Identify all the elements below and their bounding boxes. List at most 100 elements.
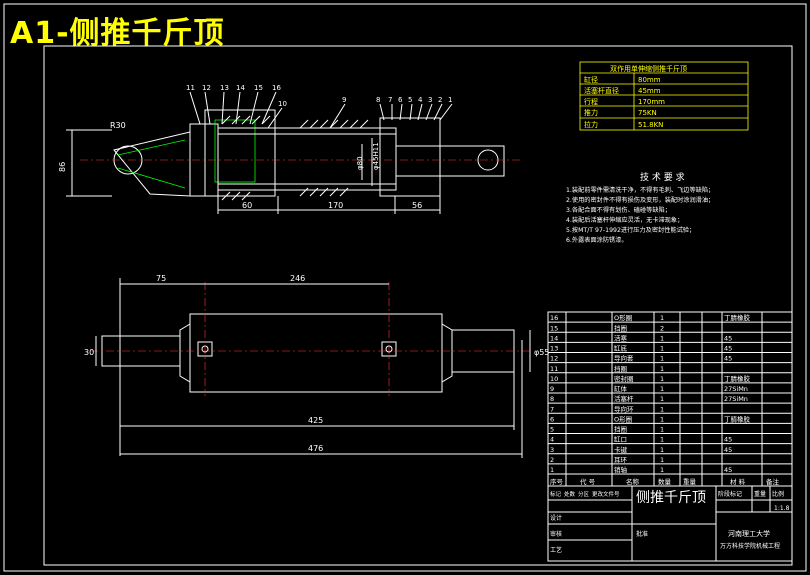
bom-cell: 13 [550, 345, 558, 353]
bom-cell: 丁腈橡胶 [724, 313, 751, 322]
bom-cell: 6 [550, 415, 554, 423]
param-table-header: 双作用单伸缩侧推千斤顶 [610, 64, 687, 73]
drawing-name: 侧推千斤顶 [636, 490, 706, 506]
callout: 7 [388, 96, 392, 104]
dimension-lines-bottom [95, 278, 531, 458]
process-label: 工艺 [550, 546, 562, 554]
callout: 13 [220, 84, 229, 92]
dim-60: 60 [242, 201, 252, 210]
callout: 5 [408, 96, 412, 104]
body-outline [189, 313, 443, 393]
dept-name: 万方科技学院机械工程 [720, 542, 780, 550]
bom-cell: 12 [550, 355, 558, 363]
parameter-table: 双作用单伸缩侧推千斤顶 缸径 80mm 活塞杆直径 45mm 行程 170mm … [579, 61, 749, 131]
bom-cell: 1 [660, 436, 664, 444]
bom-cell: 销轴 [614, 465, 628, 474]
design-label: 设计 [550, 514, 562, 522]
weight-label: 重量 [754, 490, 766, 498]
bom-cell: 27SiMn [724, 395, 748, 403]
callout: 11 [186, 84, 195, 92]
bom-header-cell: 备注 [766, 477, 780, 486]
bom-cell: 丁腈橡胶 [724, 414, 751, 423]
callout: 4 [418, 96, 423, 104]
callout: 9 [342, 96, 346, 104]
bom-cell: 1 [660, 456, 664, 464]
piston [214, 119, 256, 183]
cylinder-bottom [204, 109, 276, 197]
bom-cell: 1 [660, 446, 664, 454]
bom-cell: 密封圈 [614, 374, 634, 383]
bom-header-cell: 序号 [550, 477, 564, 486]
note-line: 3.各配合面不得有划伤、磕碰等缺陷； [566, 206, 671, 214]
param-label: 拉力 [584, 120, 598, 129]
bom-cell: 挡圈 [614, 425, 627, 434]
school-name: 河南理工大学 [728, 529, 770, 538]
param-value: 170mm [638, 98, 665, 106]
param-label: 推力 [584, 108, 598, 117]
bom-cell: O形圈 [614, 415, 632, 423]
tb-label: 处数 [564, 490, 576, 498]
param-label: 活塞杆直径 [584, 86, 619, 95]
note-line: 4.装配后活塞杆伸缩应灵活，无卡滞现象； [566, 216, 683, 224]
technical-notes: 技 术 要 求 1.装配前零件需清洗干净，不得有毛刺、飞边等缺陷； 2.使用的密… [566, 171, 714, 244]
check-label: 审核 [550, 530, 562, 538]
callout: 3 [428, 96, 432, 104]
bom-cell: O形圈 [614, 314, 632, 322]
bom-cell: 缸底 [614, 344, 628, 353]
tb-label: 分区 [578, 490, 590, 498]
bom-cell: 1 [660, 466, 664, 474]
bom-header-cell: 材 料 [730, 477, 746, 486]
bom-cell: 耳环 [614, 456, 628, 464]
dim-425: 425 [308, 416, 323, 425]
bom-cell: 3 [550, 446, 554, 454]
ratio-label: 比例 [772, 490, 784, 498]
param-value: 45mm [638, 87, 661, 95]
notes-title: 技 术 要 求 [640, 171, 685, 183]
dim-86: 86 [58, 162, 67, 172]
bom-cell: 1 [660, 375, 664, 383]
bom-cell: 1 [550, 466, 554, 474]
bom-header-cell: 代 号 [580, 477, 596, 486]
inner-frame [43, 45, 793, 566]
callout: 12 [202, 84, 211, 92]
bom-cell: 15 [550, 324, 558, 332]
bom-cell: 45 [724, 334, 732, 342]
callout: 2 [438, 96, 442, 104]
dim-30: 30 [84, 348, 94, 357]
bom-cell: 27SiMn [724, 385, 748, 393]
bom-cell: 活塞 [614, 333, 628, 342]
dim-r30: R30 [110, 121, 126, 130]
bom-cell: 45 [724, 466, 732, 474]
bom-cell: 1 [660, 345, 664, 353]
bom-cell: 1 [660, 415, 664, 423]
callout-leaders [189, 91, 453, 129]
bom-cell: 45 [724, 355, 732, 363]
dimension-lines-top [66, 129, 441, 214]
bom-cell: 4 [550, 436, 554, 444]
bom-header-cell: 数量 [658, 477, 672, 486]
tb-label: 更改文件号 [592, 490, 620, 498]
note-line: 2.使用的密封件不得有损伤及变形，装配时涂润滑油； [566, 196, 714, 204]
bom-cell: 缸体 [614, 384, 628, 393]
param-table-frame [579, 61, 749, 131]
bom-cell: 45 [724, 436, 732, 444]
callout: 10 [278, 100, 287, 108]
bom-cell: 5 [550, 426, 554, 434]
outer-frame [3, 3, 807, 572]
page-title: A1-侧推千斤顶 [10, 16, 225, 51]
dim-phi55: φ55 [534, 348, 549, 357]
bom-cell: 导向环 [614, 404, 634, 413]
body-ends [179, 323, 453, 383]
bom-cell: 1 [660, 365, 664, 373]
bom-frame [547, 311, 793, 487]
param-value: 75KN [638, 109, 657, 117]
callout: 15 [254, 84, 263, 92]
callout: 8 [376, 96, 380, 104]
bom-cell: 1 [660, 334, 664, 342]
callout: 1 [448, 96, 452, 104]
param-value: 80mm [638, 76, 661, 84]
scale-value: 1:1.8 [774, 505, 790, 512]
